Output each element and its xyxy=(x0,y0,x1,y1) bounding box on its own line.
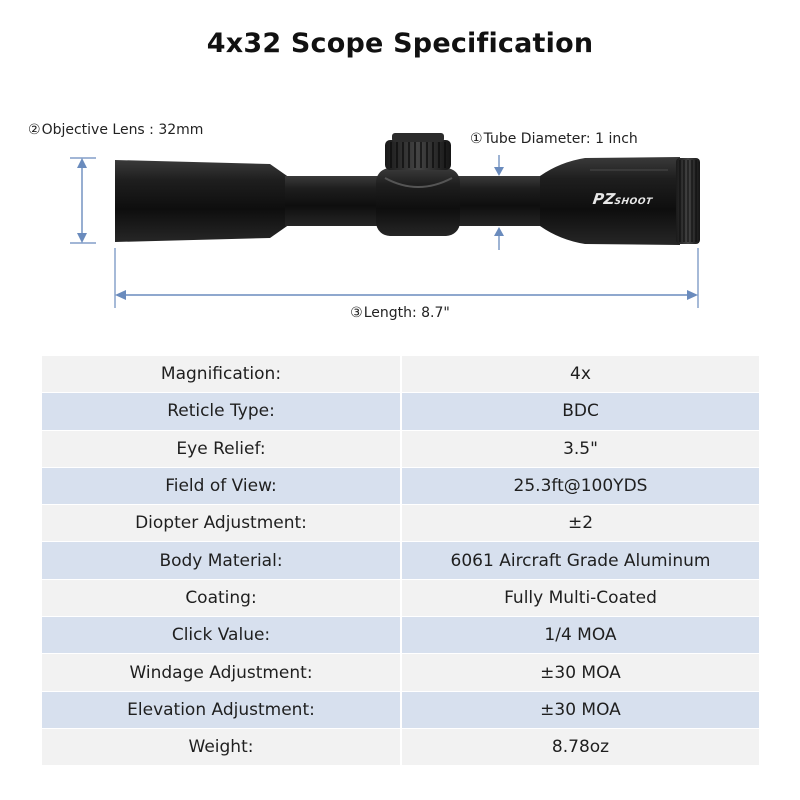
objective-lens-label: ②Objective Lens : 32mm xyxy=(28,122,203,138)
length-number: ③ xyxy=(350,305,363,321)
spec-value: BDC xyxy=(401,392,759,431)
spec-label: Elevation Adjustment: xyxy=(42,690,402,729)
spec-value: 1/4 MOA xyxy=(401,616,759,654)
spec-value: 4x xyxy=(401,354,759,393)
table-row: Body Material:6061 Aircraft Grade Alumin… xyxy=(42,541,759,580)
table-row: Field of View:25.3ft@100YDS xyxy=(42,466,759,505)
spec-label: Windage Adjustment: xyxy=(42,653,402,692)
brand-logo-main: PZ xyxy=(591,190,617,208)
objective-lens-number: ② xyxy=(28,122,41,138)
spec-value: 3.5" xyxy=(401,429,759,468)
scope-body xyxy=(115,133,700,245)
spec-label: Coating: xyxy=(42,578,402,617)
spec-label: Magnification: xyxy=(42,354,402,393)
objective-dimension-arrow-icon xyxy=(70,157,96,244)
table-row: Magnification:4x xyxy=(42,354,759,393)
spec-value: 25.3ft@100YDS xyxy=(401,466,759,505)
table-row: Elevation Adjustment:±30 MOA xyxy=(42,690,759,729)
table-row: Weight:8.78oz xyxy=(42,727,759,766)
spec-value: 6061 Aircraft Grade Aluminum xyxy=(401,541,759,580)
tube-dimension-arrow-icon xyxy=(494,155,504,250)
length-label: ③Length: 8.7" xyxy=(0,305,800,321)
tube-diameter-number: ① xyxy=(470,131,483,147)
objective-lens-text: Objective Lens : 32mm xyxy=(41,122,204,138)
spec-label: Weight: xyxy=(42,727,402,766)
page-title: 4x32 Scope Specification xyxy=(206,28,594,59)
spec-label: Click Value: xyxy=(42,616,402,654)
table-row: Diopter Adjustment:±2 xyxy=(42,504,759,542)
tube-diameter-text: Tube Diameter: 1 inch xyxy=(483,131,638,147)
brand-logo-small: SHOOT xyxy=(613,197,654,207)
spec-label: Field of View: xyxy=(42,466,402,505)
table-row: Eye Relief:3.5" xyxy=(42,429,759,468)
table-row: Click Value:1/4 MOA xyxy=(42,616,759,654)
spec-value: ±30 MOA xyxy=(401,653,759,692)
tube-diameter-label: ①Tube Diameter: 1 inch xyxy=(470,131,638,147)
table-row: Coating:Fully Multi-Coated xyxy=(42,578,759,617)
length-dimension-arrow-icon xyxy=(114,248,699,308)
spec-label: Eye Relief: xyxy=(42,429,402,468)
spec-label: Body Material: xyxy=(42,541,402,580)
brand-logo: PZSHOOT xyxy=(592,190,654,208)
scope-diagram: ②Objective Lens : 32mm ①Tube Diameter: 1… xyxy=(0,100,800,340)
spec-value: 8.78oz xyxy=(401,727,759,766)
spec-label: Diopter Adjustment: xyxy=(42,504,402,542)
table-row: Reticle Type:BDC xyxy=(42,392,759,431)
table-row: Windage Adjustment:±30 MOA xyxy=(42,653,759,692)
spec-value: ±30 MOA xyxy=(401,690,759,729)
spec-value: ±2 xyxy=(401,504,759,542)
scope-image xyxy=(70,133,700,308)
spec-label: Reticle Type: xyxy=(42,392,402,431)
spec-value: Fully Multi-Coated xyxy=(401,578,759,617)
length-text: Length: 8.7" xyxy=(363,305,450,321)
